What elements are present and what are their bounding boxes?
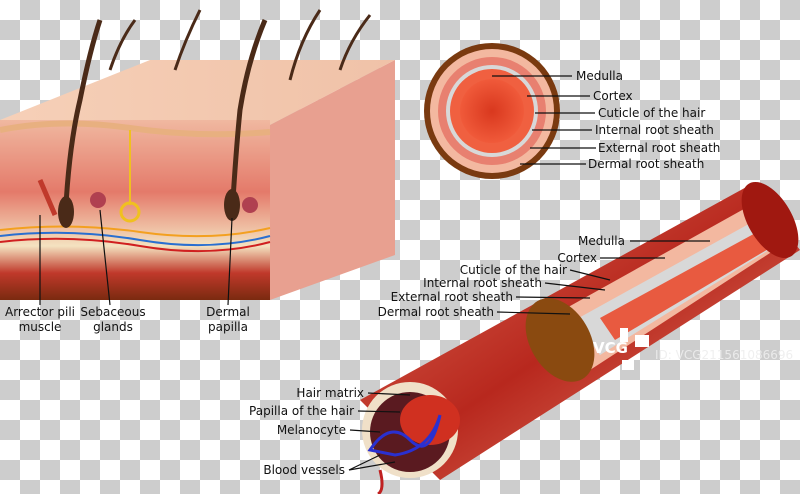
fl-label-dermal-root-sheath: Dermal root sheath [378,305,494,319]
sebaceous-gland [90,192,106,208]
hair-shaft [62,19,103,226]
watermark-id: ID: VCG211561086696 [655,348,793,362]
hair-shaft [229,19,268,216]
cross-section-labels: Medulla Cortex Cuticle of the hair Inter… [492,69,720,171]
watermark-mark [635,335,649,347]
label-dermal-papilla: Dermal [206,305,250,319]
skin-surface [0,60,395,125]
fl-label-melanocyte: Melanocyte [277,423,346,437]
skin-side-face [270,60,395,300]
blood-vessels-blue [367,414,442,457]
hair-bulb [224,189,240,221]
cs-label-medulla: Medulla [576,69,623,83]
hair-bulb [58,196,74,228]
fl-label-cortex: Cortex [557,251,597,265]
cs-label-cuticle: Cuticle of the hair [598,106,705,120]
fl-label-hair-matrix: Hair matrix [296,386,364,400]
blood-vessel-red [0,237,271,253]
watermark-mark [622,360,634,370]
label-arrector-pili: Arrector pili [5,305,75,319]
label-sebaceous: Sebaceous [80,305,145,319]
blood-vessel-blue [0,231,271,247]
fl-label-internal-root-sheath: Internal root sheath [423,276,542,290]
label-sebaceous-2: glands [93,320,133,334]
epidermis-layer [0,120,271,138]
skin-block-labels: Arrector pili muscle Sebaceous glands De… [5,209,250,334]
cs-label-cortex: Cortex [593,89,633,103]
hair-shaft [288,9,322,81]
watermark-mark [620,328,628,342]
nerve [0,225,271,238]
hair-shaft [173,9,202,71]
label-dermal-papilla-2: papilla [208,320,248,334]
watermark-logo: VCG [593,339,628,357]
fl-label-cuticle: Cuticle of the hair [460,263,567,277]
cs-label-internal-root-sheath: Internal root sheath [595,123,714,137]
skin-block [0,9,395,300]
fl-label-papilla: Papilla of the hair [249,404,354,418]
cs-label-external-root-sheath: External root sheath [598,141,720,155]
watermark: VCG ID: VCG211561086696 [593,328,793,370]
fl-label-external-root-sheath: External root sheath [391,290,513,304]
blood-vessel-red [377,469,384,494]
fl-label-medulla: Medulla [578,234,625,248]
hair-shaft [338,14,372,71]
hair-shaft [108,19,137,71]
sebaceous-gland [242,197,258,213]
hair-follicle-longitudinal [360,182,800,494]
arrector-pili-muscle [37,179,58,216]
hair-cross-section [424,43,560,179]
label-arrector-pili-2: muscle [19,320,62,334]
cs-label-dermal-root-sheath: Dermal root sheath [588,157,704,171]
fl-label-blood-vessels: Blood vessels [263,463,345,477]
follicle-labels: Medulla Cortex Cuticle of the hair Inter… [249,234,710,477]
